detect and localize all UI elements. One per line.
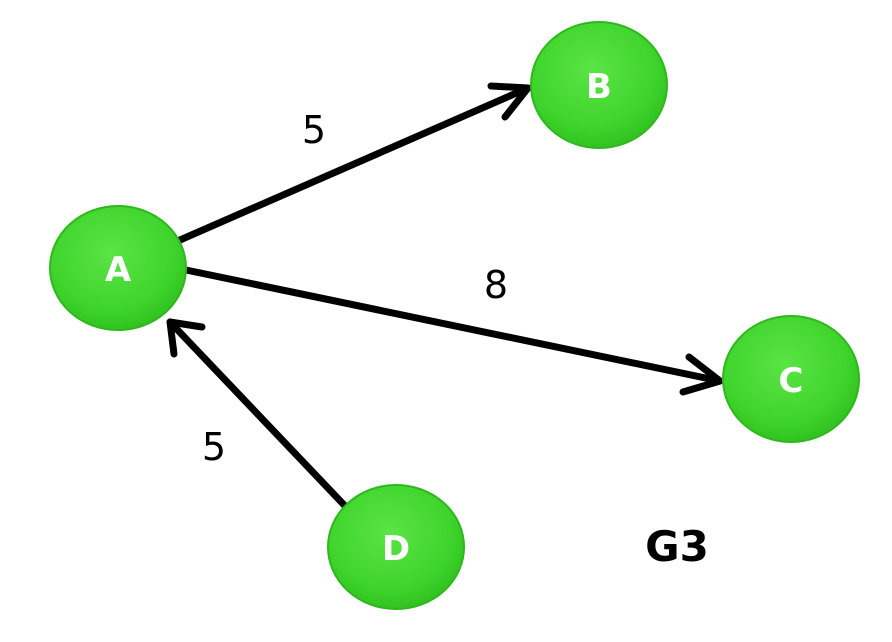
node-d-label: D: [382, 529, 410, 569]
edge-a-b-weight: 5: [302, 108, 326, 152]
node-b: B: [530, 21, 668, 149]
node-d: D: [327, 484, 465, 610]
edge-a-c-line: [182, 266, 724, 385]
graph-title: G3: [645, 522, 709, 571]
edge-d-a-arrowhead: [166, 318, 206, 358]
edge-d-a-weight: 5: [202, 425, 226, 469]
edge-a-c-arrowhead: [679, 353, 724, 396]
edge-d-a-line: [166, 318, 351, 512]
node-a-label: A: [105, 250, 132, 290]
edge-a-c-weight: 8: [484, 263, 508, 307]
node-c-label: C: [779, 361, 804, 401]
node-d-circle: [327, 484, 465, 610]
node-c: C: [722, 315, 860, 443]
node-a: A: [49, 205, 187, 331]
node-b-circle: [530, 21, 668, 149]
node-b-label: B: [586, 67, 612, 107]
edge-a-c: [182, 266, 724, 396]
edge-a-b-arrowhead: [487, 82, 532, 121]
node-a-circle: [49, 205, 187, 331]
edge-d-a: [166, 318, 351, 512]
edge-a-b: [176, 82, 532, 244]
node-c-circle: [722, 315, 860, 443]
edge-a-b-line: [176, 84, 532, 244]
